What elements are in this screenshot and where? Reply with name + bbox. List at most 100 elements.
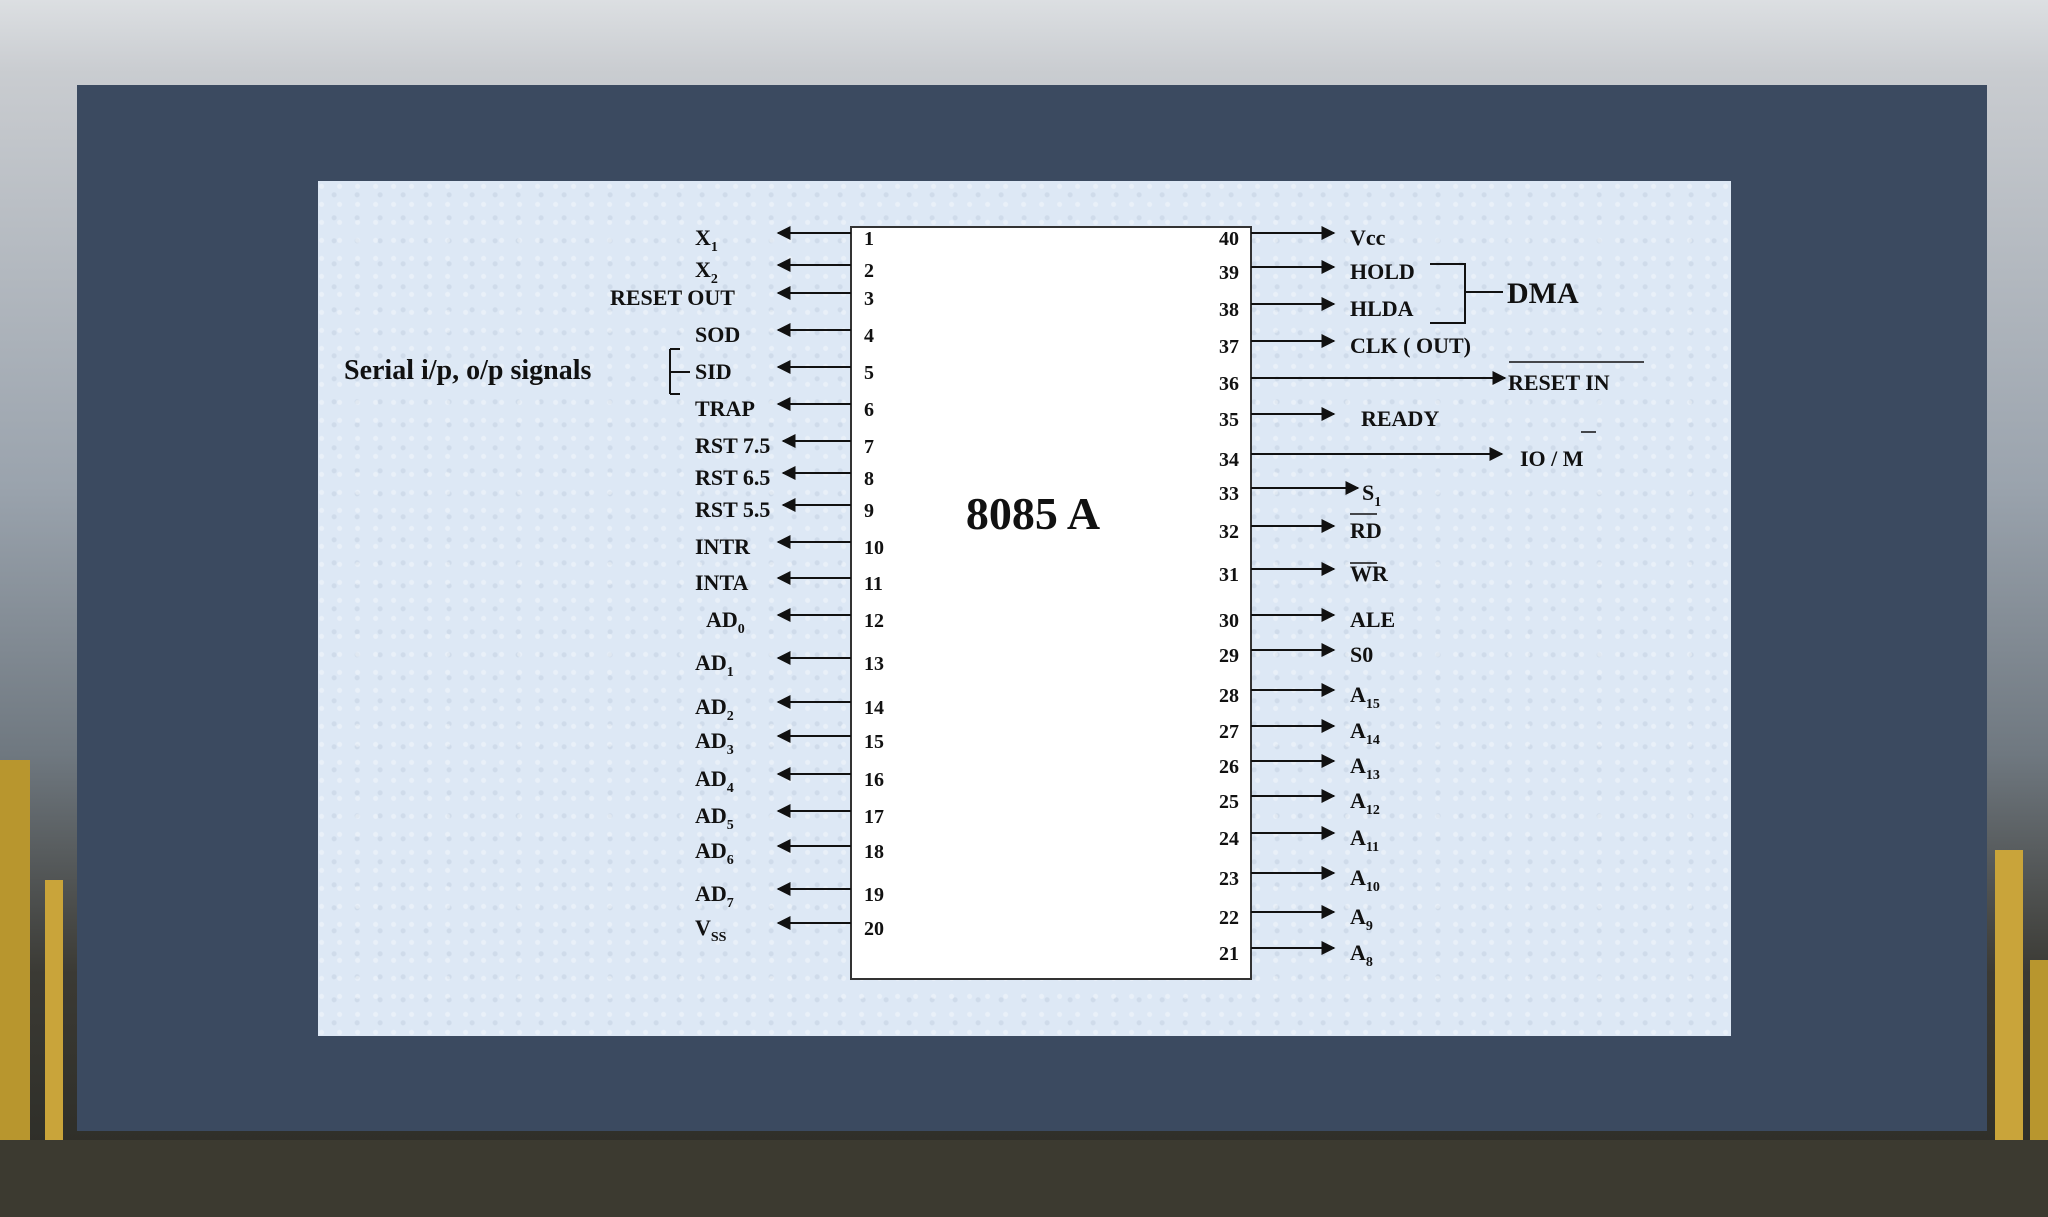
left-pin-number: 3 bbox=[864, 288, 874, 310]
left-pin-label-subscript: 3 bbox=[727, 743, 734, 758]
left-pin-number: 10 bbox=[864, 537, 884, 559]
left-pin-label-text: RST 7.5 bbox=[695, 433, 770, 458]
left-pin-label-text: SOD bbox=[695, 322, 740, 347]
left-pin-1: 1X1 bbox=[695, 225, 874, 255]
right-pin-number: 36 bbox=[1219, 373, 1239, 395]
left-pin-label: SID bbox=[695, 359, 732, 384]
right-pin-label: ALE bbox=[1350, 607, 1395, 632]
left-pin-label-subscript: 7 bbox=[727, 896, 734, 911]
left-pin-label: TRAP bbox=[695, 396, 755, 421]
right-pin-37: 37 CLK ( OUT) bbox=[1219, 333, 1471, 358]
left-pin-label: RST 6.5 bbox=[695, 465, 770, 490]
left-pin-label-text: AD bbox=[695, 766, 727, 791]
right-pin-number: 21 bbox=[1219, 943, 1239, 965]
right-pin-label: RESET IN bbox=[1508, 370, 1610, 395]
left-pin-label: AD6 bbox=[695, 838, 734, 868]
left-pin-number: 5 bbox=[864, 362, 874, 384]
right-pin-label-subscript: 9 bbox=[1366, 919, 1373, 934]
right-pin-number: 23 bbox=[1219, 868, 1239, 890]
right-pin-number: 30 bbox=[1219, 610, 1239, 632]
right-pin-number: 32 bbox=[1219, 521, 1239, 543]
left-pin-label-text: V bbox=[695, 915, 711, 940]
right-pin-number: 26 bbox=[1219, 756, 1239, 778]
right-pin-label-text: RD bbox=[1350, 518, 1382, 543]
right-pin-number: 39 bbox=[1219, 262, 1239, 284]
right-pin-number: 38 bbox=[1219, 299, 1239, 321]
left-pin-label-text: AD bbox=[695, 838, 727, 863]
right-pin-label: RD bbox=[1350, 518, 1382, 543]
right-pin-label-text: A bbox=[1350, 718, 1366, 743]
left-pin-label: X2 bbox=[695, 257, 718, 287]
right-pin-label-text: A bbox=[1350, 753, 1366, 778]
left-pin-number: 17 bbox=[864, 806, 884, 828]
right-pin-label-subscript: 15 bbox=[1366, 697, 1380, 712]
left-pin-5: 5 SID bbox=[695, 359, 874, 384]
right-pin-label-subscript: 13 bbox=[1366, 768, 1380, 783]
right-pin-label-subscript: 10 bbox=[1366, 880, 1380, 895]
right-pin-label-text: HOLD bbox=[1350, 259, 1415, 284]
right-pin-number: 34 bbox=[1219, 449, 1239, 471]
left-pin-number: 13 bbox=[864, 653, 884, 675]
left-pin-label: RST 7.5 bbox=[695, 433, 770, 458]
left-pin-number: 8 bbox=[864, 468, 874, 490]
left-pin-label: AD1 bbox=[695, 650, 734, 680]
right-pin-label: A13 bbox=[1350, 753, 1380, 783]
left-pin-number: 14 bbox=[864, 697, 884, 719]
right-pin-label: A14 bbox=[1350, 718, 1380, 748]
left-pin-label-text: X bbox=[695, 225, 711, 250]
left-pin-label: AD3 bbox=[695, 728, 734, 758]
left-pin-label-text: RST 6.5 bbox=[695, 465, 770, 490]
left-pin-8: 8 RST 6.5 bbox=[695, 465, 874, 490]
left-pin-label-subscript: 2 bbox=[711, 272, 718, 287]
left-pin-label: INTA bbox=[695, 570, 748, 595]
overbars bbox=[1350, 361, 1644, 564]
left-pin-label-subscript: 6 bbox=[727, 853, 734, 868]
left-pin-label-text: AD bbox=[695, 650, 727, 675]
left-pin-label-text: RESET OUT bbox=[610, 285, 735, 310]
right-pin-label: READY bbox=[1361, 406, 1439, 431]
right-pin-label-text: A bbox=[1350, 825, 1366, 850]
left-pin-label-text: AD bbox=[706, 607, 738, 632]
left-pin-3: 3 RESET OUT bbox=[610, 285, 874, 310]
left-pin-label: AD7 bbox=[695, 881, 734, 911]
right-pin-label: CLK ( OUT) bbox=[1350, 333, 1471, 358]
right-pin-label-subscript: 11 bbox=[1366, 840, 1379, 855]
left-pin-label-subscript: 4 bbox=[727, 781, 734, 796]
left-pin-label-text: X bbox=[695, 257, 711, 282]
left-pin-label-text: INTR bbox=[695, 534, 751, 559]
left-pin-number: 7 bbox=[864, 436, 874, 458]
right-pin-label-subscript: 14 bbox=[1366, 733, 1380, 748]
right-pin-number: 22 bbox=[1219, 907, 1239, 929]
left-pin-label-subscript: SS bbox=[711, 930, 727, 945]
left-pin-number: 16 bbox=[864, 769, 884, 791]
right-pin-30: 30 ALE bbox=[1219, 607, 1395, 632]
left-pin-label: AD4 bbox=[695, 766, 734, 796]
left-pin-label-subscript: 1 bbox=[711, 240, 718, 255]
chip-body bbox=[850, 226, 1252, 980]
right-pin-number: 37 bbox=[1219, 336, 1239, 358]
left-pin-label-text: RST 5.5 bbox=[695, 497, 770, 522]
right-pin-label-text: A bbox=[1350, 865, 1366, 890]
right-pin-label: A11 bbox=[1350, 825, 1379, 855]
right-pin-label-subscript: 12 bbox=[1366, 803, 1380, 818]
chip-title: 8085 A bbox=[966, 488, 1100, 539]
right-pin-label-text: A bbox=[1350, 940, 1366, 965]
